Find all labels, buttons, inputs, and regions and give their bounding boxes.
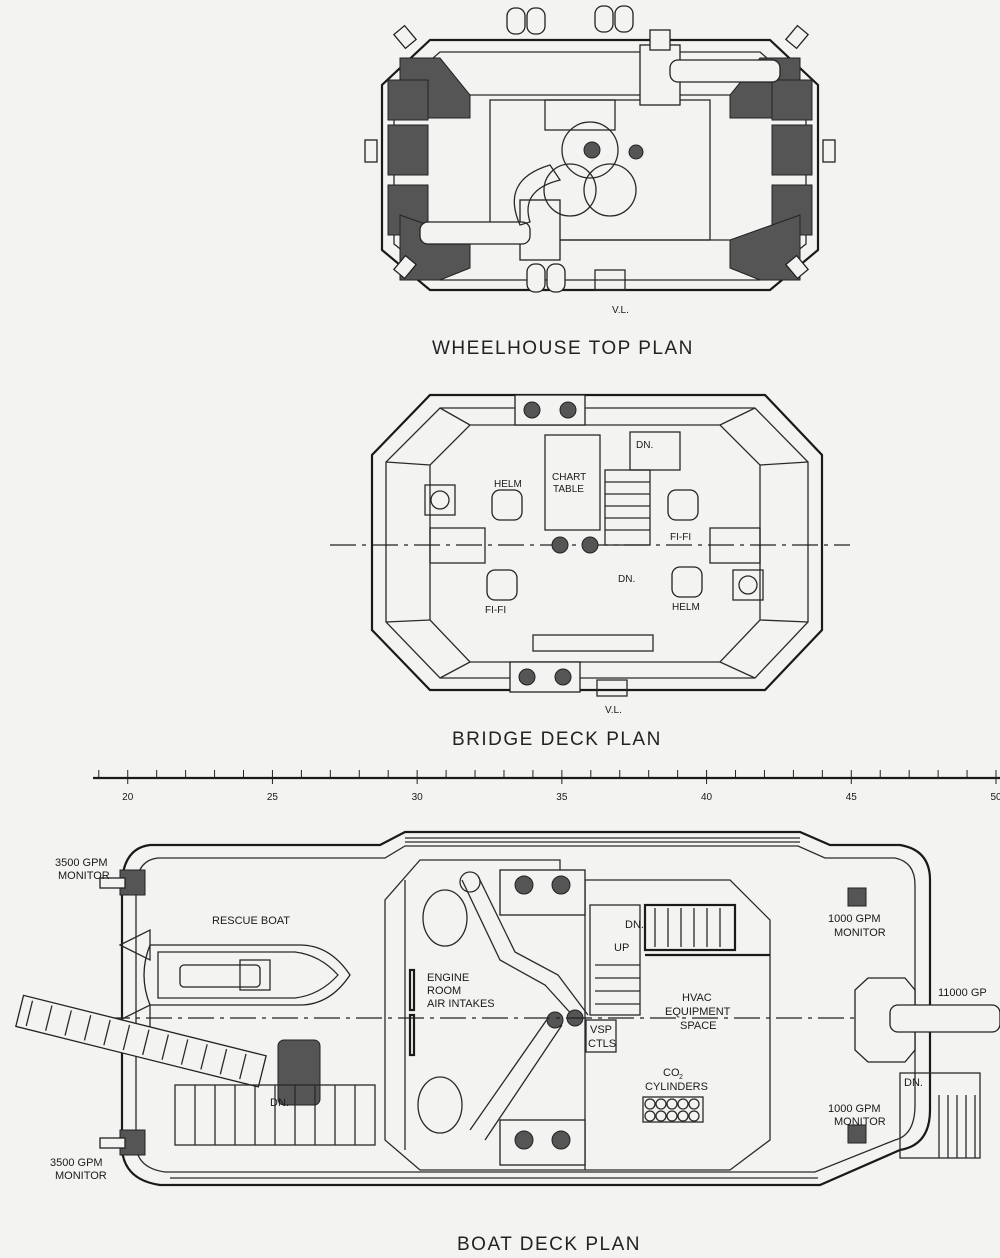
fenders bbox=[364, 5, 836, 293]
monitor-label: MONITOR bbox=[55, 1170, 107, 1182]
engine-room-label: ENGINE bbox=[427, 972, 469, 984]
scale-tick-label: 35 bbox=[556, 792, 568, 803]
up-label: UP bbox=[614, 942, 629, 954]
wheelhouse-left-windows bbox=[387, 57, 471, 281]
wheelhouse-top-plan: V.L. WHEELHOUSE TOP PLAN bbox=[364, 5, 836, 359]
wheelhouse-right-windows bbox=[729, 57, 813, 281]
scale-tick-label: 25 bbox=[267, 792, 279, 803]
helm-label: HELM bbox=[672, 602, 700, 613]
monitor-label: 11000 GP bbox=[938, 987, 987, 999]
hvac-label: SPACE bbox=[680, 1020, 716, 1032]
monitor-label: MONITOR bbox=[58, 870, 110, 882]
co2-label: 2 bbox=[679, 1074, 683, 1081]
fifi-chair bbox=[667, 489, 699, 521]
monitor-label: 1000 GPM bbox=[828, 1103, 881, 1115]
scale-tick-label: 20 bbox=[122, 792, 134, 803]
engine-room-label: ROOM bbox=[427, 985, 461, 997]
dn-label: DN. bbox=[625, 919, 644, 931]
fwd-stair bbox=[899, 1072, 981, 1159]
scale-tick-label: 30 bbox=[412, 792, 424, 803]
hvac-label: EQUIPMENT bbox=[665, 1006, 731, 1018]
fifi-label: FI-FI bbox=[485, 605, 506, 616]
co2-cylinders bbox=[642, 1096, 704, 1123]
monitor-label: 3500 GPM bbox=[50, 1157, 103, 1169]
deck-hatching bbox=[170, 837, 818, 1179]
vsp-label: VSP bbox=[590, 1024, 612, 1036]
dn-label: DN. bbox=[618, 574, 635, 585]
dn-label: DN. bbox=[636, 440, 653, 451]
fifi-chair bbox=[486, 569, 518, 601]
monitor-label: MONITOR bbox=[834, 1116, 886, 1128]
bridge-stair bbox=[604, 469, 651, 546]
monitor-1000-bottom bbox=[847, 1124, 867, 1144]
helm-chair bbox=[671, 566, 703, 598]
air-intake bbox=[417, 1076, 463, 1134]
wheelhouse-title: WHEELHOUSE TOP PLAN bbox=[432, 338, 694, 359]
vsp-label: CTLS bbox=[588, 1038, 616, 1050]
vsp-controls bbox=[585, 1019, 617, 1053]
vent-box bbox=[499, 1119, 586, 1166]
hatch-cover bbox=[277, 1039, 321, 1106]
bridge-outline bbox=[370, 393, 824, 692]
boat-deck-title: BOAT DECK PLAN bbox=[457, 1234, 641, 1255]
monitor-label: 1000 GPM bbox=[828, 913, 881, 925]
engine-room-label: AIR INTAKES bbox=[427, 998, 495, 1010]
monitor-label: MONITOR bbox=[834, 927, 886, 939]
scale-tick-label: 45 bbox=[846, 792, 858, 803]
rescue-boat bbox=[118, 928, 351, 1031]
helm-chair bbox=[491, 489, 523, 521]
steering-wheel-icon bbox=[430, 490, 450, 510]
monitor-1000-top bbox=[847, 887, 867, 907]
frame-scale: 20 25 30 35 40 45 50 bbox=[93, 770, 1000, 803]
bridge-deck-plan: HELM CHART TABLE DN. FI-FI DN. FI-FI HEL… bbox=[330, 393, 850, 750]
rescue-boat-label: RESCUE BOAT bbox=[212, 915, 290, 927]
chart-table bbox=[544, 434, 601, 531]
boarding-ladder bbox=[15, 994, 267, 1088]
fifi-label: FI-FI bbox=[670, 532, 691, 543]
exhaust-pipe bbox=[461, 875, 589, 1019]
chart-table-label: TABLE bbox=[553, 484, 584, 495]
co2-label: CYLINDERS bbox=[645, 1081, 708, 1093]
dn-label: DN. bbox=[904, 1077, 923, 1089]
steering-wheel-icon bbox=[738, 575, 758, 595]
stair-up bbox=[589, 904, 641, 1016]
air-intake bbox=[422, 889, 468, 947]
hvac-label: HVAC bbox=[682, 992, 712, 1004]
co2-label: CO bbox=[663, 1067, 680, 1079]
scale-tick-label: 40 bbox=[701, 792, 713, 803]
stair-down bbox=[643, 903, 737, 952]
bridge-vl-label: V.L. bbox=[605, 705, 622, 716]
bridge-title: BRIDGE DECK PLAN bbox=[452, 729, 662, 750]
wheelhouse-vl-label: V.L. bbox=[612, 305, 629, 316]
monitor-11000 bbox=[854, 977, 1000, 1063]
wheelhouse-monitor-fwd bbox=[639, 29, 781, 106]
dn-label: DN. bbox=[270, 1097, 289, 1109]
monitor-label: 3500 GPM bbox=[55, 857, 108, 869]
scale-tick-label: 50 bbox=[990, 792, 1000, 803]
vent-box bbox=[499, 869, 586, 916]
helm-label: HELM bbox=[494, 479, 522, 490]
boat-deck-plan: 3500 GPM MONITOR RESCUE BOAT ENGINE ROOM… bbox=[15, 830, 1000, 1255]
wheelhouse-outline bbox=[380, 38, 820, 292]
chart-table-label: CHART bbox=[552, 472, 586, 483]
